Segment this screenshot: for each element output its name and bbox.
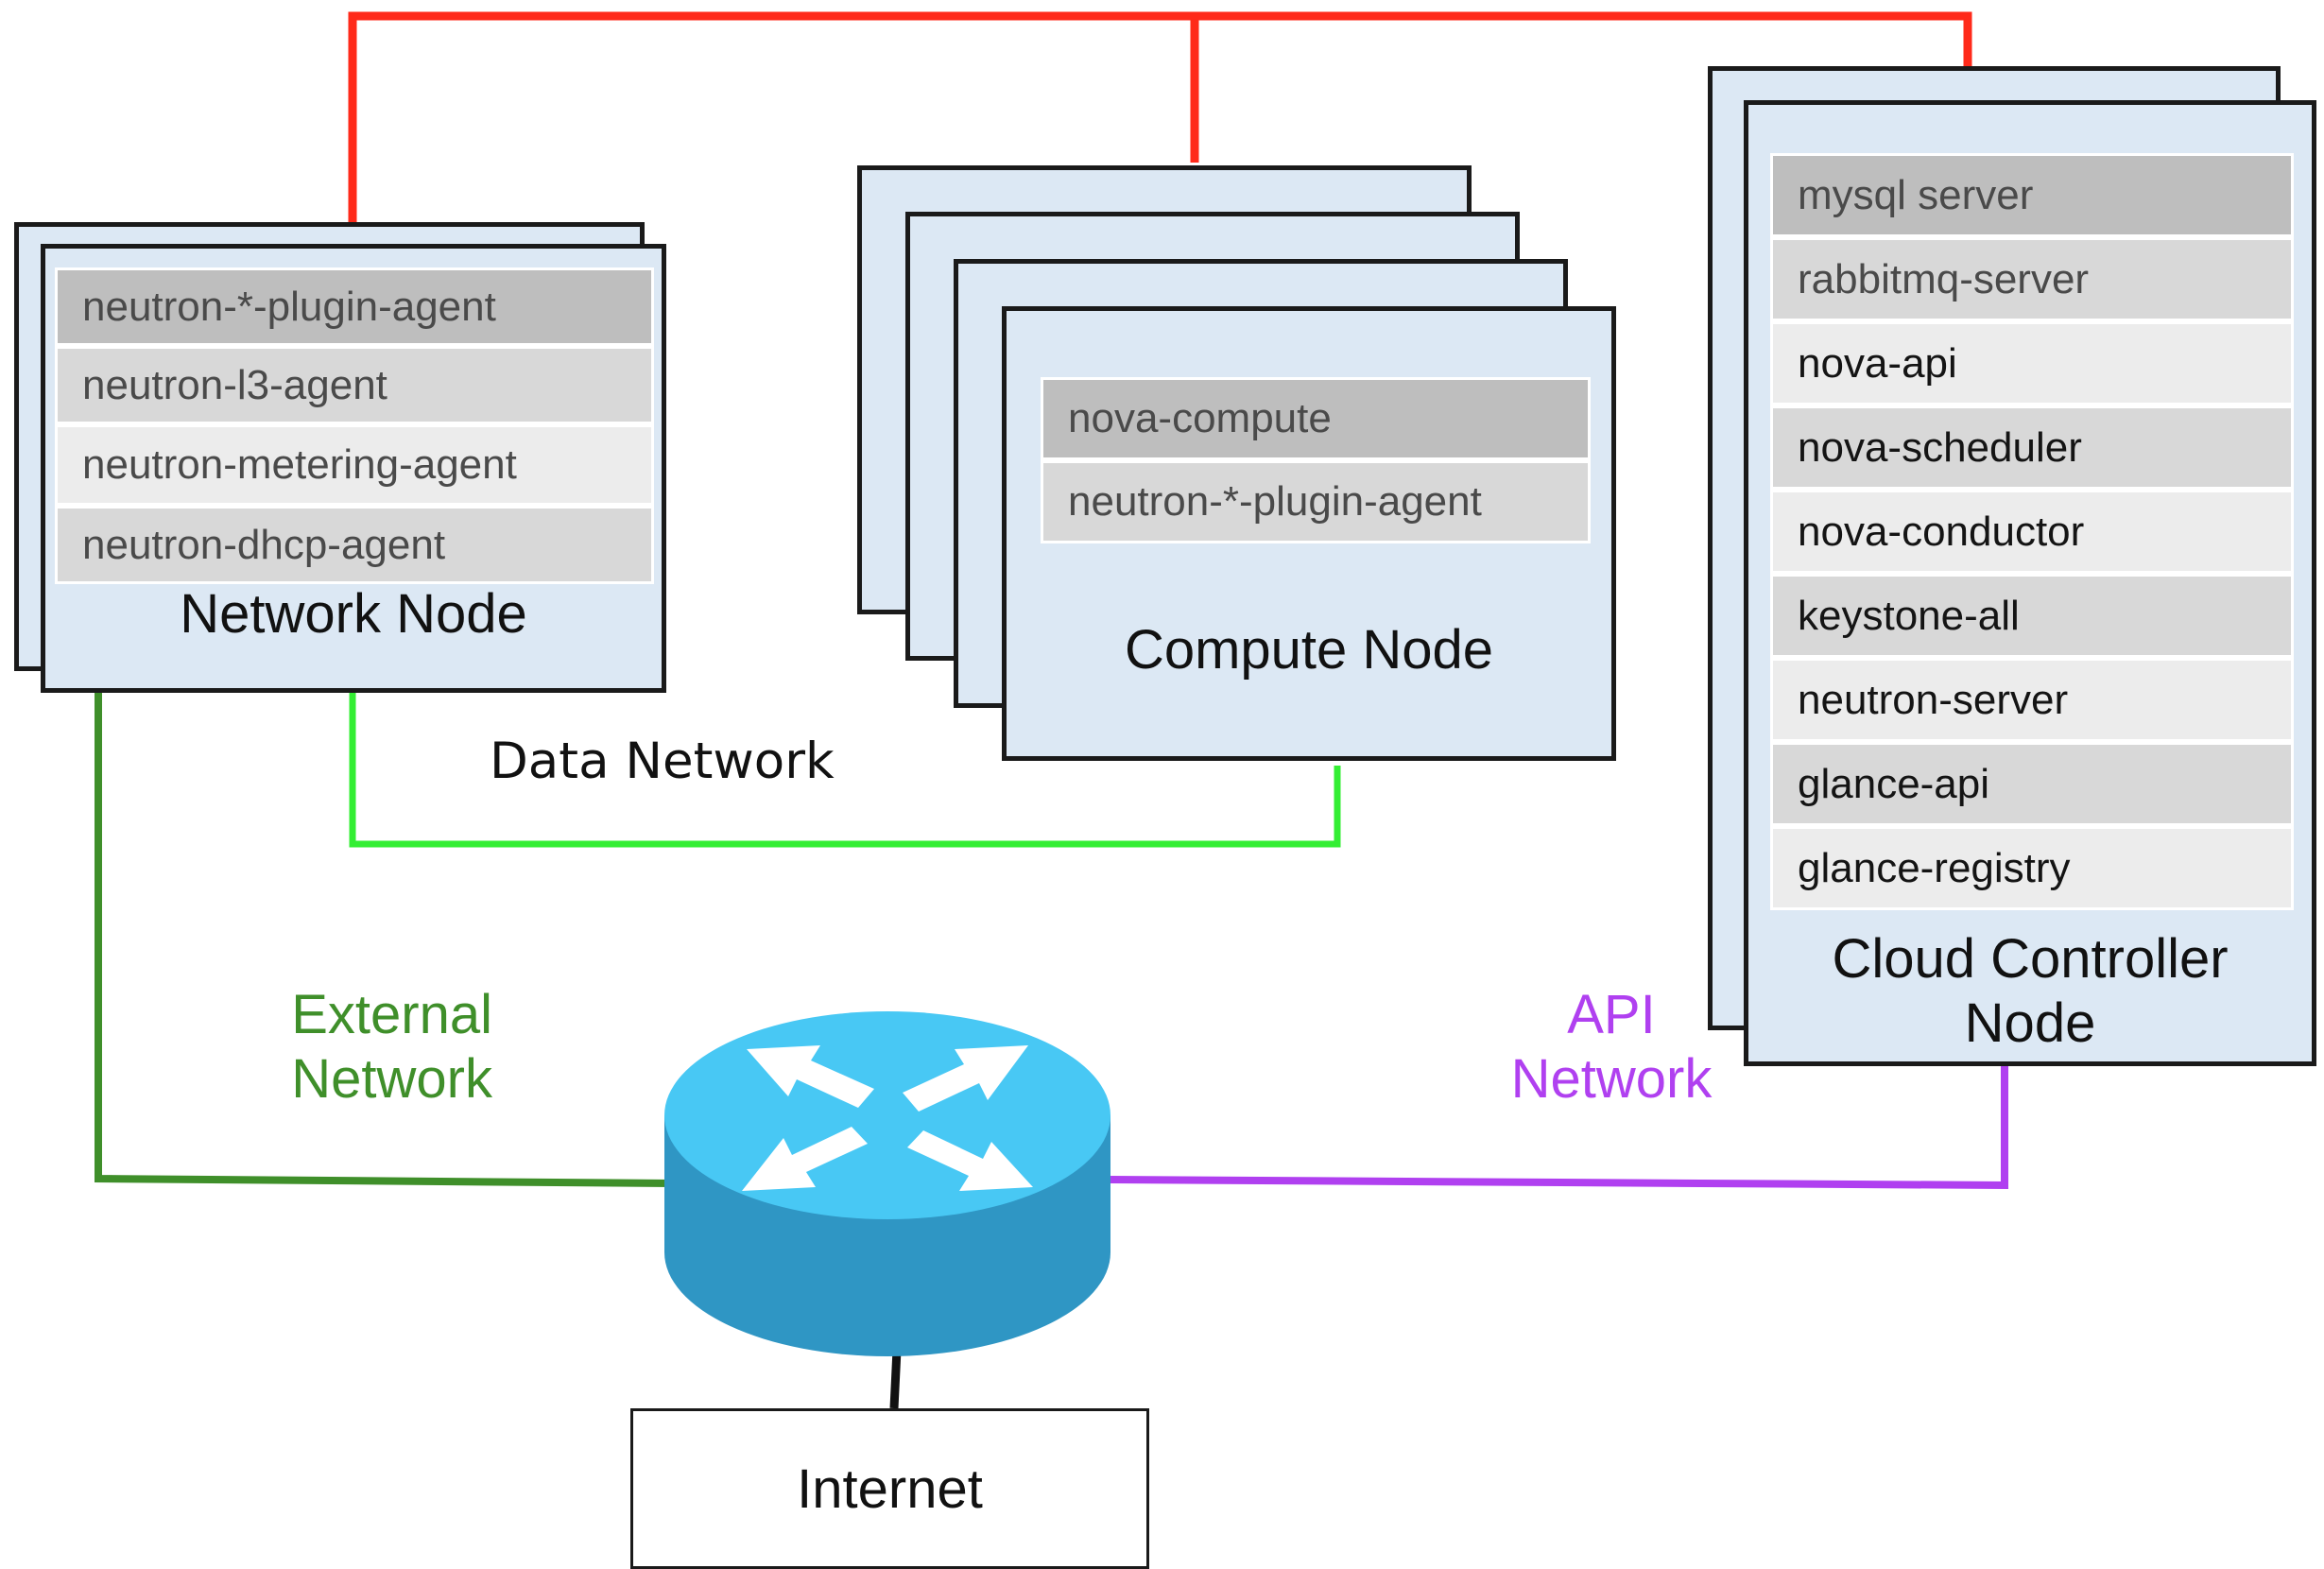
management-network-link [348,11,1972,224]
network-service-plugin-agent: neutron-*-plugin-agent [55,267,654,346]
external-network-label-line2: Network [291,1048,492,1111]
internet-link [889,1349,902,1409]
data-network-label: Data Network [490,733,835,790]
external-network-label-line1: External [291,984,492,1045]
api-network-label: API Network [1503,983,1720,1112]
api-network-link [1110,1063,2008,1190]
controller-node: mysql server rabbitmq-server nova-api no… [1744,100,2316,1066]
network-service-l3-agent: neutron-l3-agent [55,346,654,424]
controller-node-title: Cloud Controller Node [1748,927,2312,1057]
api-network-label-line2: Network [1510,1048,1713,1111]
controller-service-mysql: mysql server [1770,153,2294,237]
internet-label: Internet [797,1457,983,1520]
controller-service-neutron-server: neutron-server [1770,658,2294,742]
controller-service-glance-api: glance-api [1770,742,2294,826]
network-service-metering-agent: neutron-metering-agent [55,424,654,506]
controller-service-rabbitmq: rabbitmq-server [1770,237,2294,321]
controller-service-nova-scheduler: nova-scheduler [1770,405,2294,490]
compute-service-plugin-agent: neutron-*-plugin-agent [1041,460,1591,543]
controller-node-title-line1: Cloud Controller [1832,928,2229,990]
network-service-dhcp-agent: neutron-dhcp-agent [55,506,654,584]
data-network-link [349,693,1341,848]
compute-service-nova-compute: nova-compute [1041,377,1591,460]
controller-service-nova-conductor: nova-conductor [1770,490,2294,574]
external-network-label: External Network [284,983,492,1112]
compute-node-title: Compute Node [1124,619,1494,681]
external-network-link [95,693,674,1187]
network-node-title: Network Node [180,583,527,645]
api-network-label-line1: API [1567,984,1656,1045]
network-node: neutron-*-plugin-agent neutron-l3-agent … [41,244,666,693]
controller-service-keystone: keystone-all [1770,574,2294,658]
internet-box: Internet [630,1408,1149,1569]
controller-service-nova-api: nova-api [1770,321,2294,405]
controller-node-title-line2: Node [1964,992,2096,1055]
controller-service-glance-registry: glance-registry [1770,826,2294,910]
router-icon [664,1011,1110,1356]
compute-node: nova-compute neutron-*-plugin-agent Comp… [1002,306,1616,761]
